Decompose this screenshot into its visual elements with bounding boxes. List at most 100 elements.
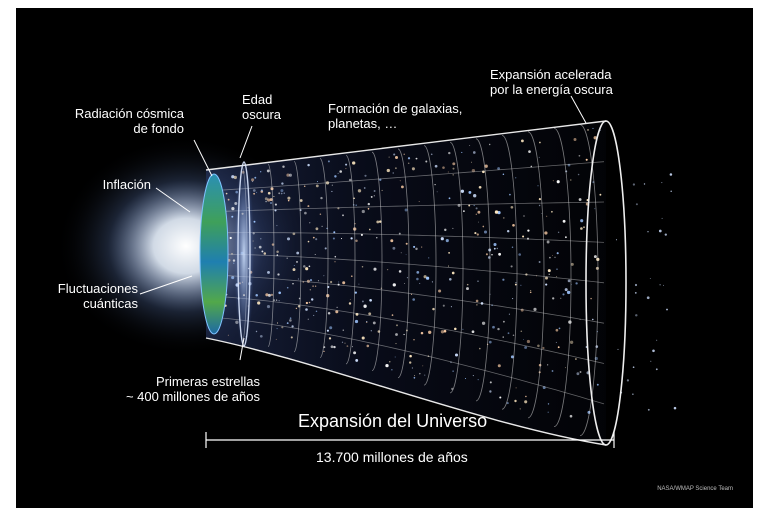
star-point [337,283,340,286]
star-point [518,253,522,256]
star-point [575,282,578,285]
star-point [634,283,638,287]
star-point [260,238,262,240]
star-point [542,346,545,350]
star-point [251,178,255,182]
star-point [570,262,574,266]
star-point [595,266,599,270]
star-point [332,237,335,240]
star-point [396,324,398,327]
star-point [514,283,517,286]
star-point [229,236,232,240]
label-accelerated: Expansión acelerada por la energía oscur… [490,67,640,97]
grid-ring [553,127,572,428]
star-point [664,233,667,236]
star-point [275,299,278,301]
star-point [336,306,338,308]
star-point [472,375,474,377]
star-point [287,196,291,200]
star-point [416,271,420,274]
star-point [592,127,594,129]
star-point [658,229,662,233]
star-point [413,339,415,341]
star-point [368,312,372,316]
star-point [264,197,268,201]
star-point [525,273,528,276]
expansion-grid [211,124,605,437]
star-point [370,330,372,332]
star-point [320,196,323,200]
star-point [522,338,524,340]
diagram-panel: Radiación cósmica de fondo Edad oscura F… [16,8,753,508]
star-point [460,189,465,193]
star-point [413,245,416,248]
star-point [267,198,271,202]
star-point [434,183,436,186]
star-point [368,228,371,231]
star-point [477,221,479,223]
star-point [323,350,325,353]
star-point [334,175,337,178]
star-point [292,232,296,236]
grid-line [211,274,605,324]
star-point [367,202,370,206]
star-point [514,399,517,403]
star-point [386,268,389,271]
label-galaxies: Formación de galaxias, planetas, … [328,101,488,131]
star-point [364,174,367,177]
star-point [373,190,376,192]
star-point [410,293,413,295]
star-point [372,321,376,325]
star-point [361,209,365,214]
image-credit: NASA/WMAP Science Team [657,486,733,492]
star-point [562,293,565,296]
star-point [570,179,572,181]
star-point [444,228,447,232]
star-point [452,174,454,176]
star-point [278,300,280,302]
star-point [427,355,430,357]
star-point [425,160,428,163]
label-fluctuations: Fluctuaciones cuánticas [44,281,138,311]
star-point [445,239,449,243]
star-point [315,184,319,188]
star-point [574,358,577,360]
grid-line [211,295,605,364]
star-point [594,208,596,210]
star-point [328,337,332,340]
star-point [419,282,421,284]
star-point [302,281,305,283]
star-point [255,330,258,333]
star-point [351,346,353,348]
star-point [357,189,362,193]
cmb-disk [200,174,228,334]
star-point [307,205,310,208]
star-point [286,237,291,241]
star-point [432,307,435,311]
star-point [361,300,364,303]
star-point [520,284,522,286]
star-point [256,191,258,193]
star-point [404,208,408,212]
grid-ring [319,158,329,359]
star-point [524,346,528,349]
star-point [423,275,427,279]
star-point [457,203,461,207]
star-point [303,185,306,188]
star-point [451,271,455,275]
star-point [493,247,496,250]
star-point [355,239,358,242]
label-dark-age-line1: Edad [242,92,273,107]
star-point [370,195,373,198]
star-point [422,365,424,367]
label-first-stars-line1: Primeras estrellas [155,374,260,389]
star-point [556,252,559,255]
star-point [509,193,511,196]
star-point [443,329,447,333]
star-point [407,157,411,160]
star-point [557,346,560,349]
star-point [317,280,320,282]
star-point [650,360,652,362]
grid-line [211,316,605,405]
star-point [549,256,551,259]
